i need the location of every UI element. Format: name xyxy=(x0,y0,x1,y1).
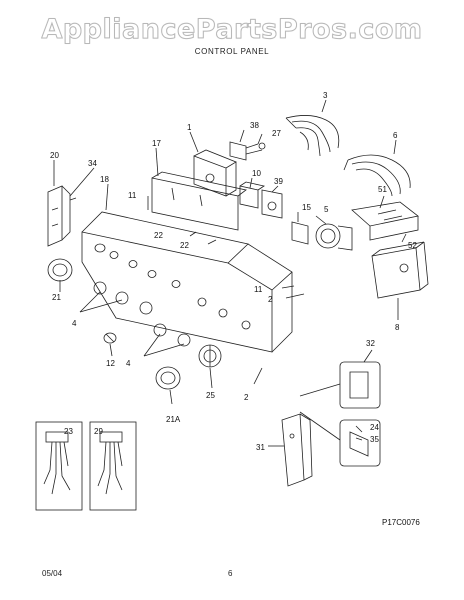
detail-35 xyxy=(299,411,381,467)
part-label: 6 xyxy=(393,131,398,140)
part-label: 12 xyxy=(106,359,115,368)
part-label: 52 xyxy=(408,241,417,250)
knobs-left xyxy=(93,281,153,315)
control-module xyxy=(351,201,419,241)
diagram-code: P17C0076 xyxy=(382,518,420,527)
part-label: 18 xyxy=(100,175,109,184)
part-label: 3 xyxy=(323,91,328,100)
footer-page-number: 6 xyxy=(228,569,233,578)
site-watermark: AppliancePartsPros.com xyxy=(41,14,423,46)
part-label: 11 xyxy=(254,285,263,294)
part-label: 17 xyxy=(152,139,161,148)
inset-29 xyxy=(89,421,137,511)
part-label: 4 xyxy=(126,359,131,368)
wiring-harness-6 xyxy=(343,154,411,197)
part-label: 2 xyxy=(268,295,273,304)
part-label: 24 xyxy=(370,423,379,432)
part-labels: 1 38 27 3 6 17 20 34 18 11 10 39 51 15 5… xyxy=(50,91,420,527)
inset-23 xyxy=(35,421,83,511)
part-label: 32 xyxy=(366,339,375,348)
footer-date: 05/04 xyxy=(42,569,63,578)
part-label: 27 xyxy=(272,129,281,138)
part-label: 35 xyxy=(370,435,379,444)
knob-21 xyxy=(47,258,73,282)
part-label: 5 xyxy=(324,205,329,214)
part-label: 25 xyxy=(206,391,215,400)
part-label: 51 xyxy=(378,185,387,194)
part-label: 20 xyxy=(50,151,59,160)
part-label: 4 xyxy=(72,319,77,328)
bracket-31 xyxy=(281,413,313,487)
part-label: 21 xyxy=(52,293,61,302)
part-label: 2 xyxy=(244,393,249,402)
console-panel xyxy=(81,211,293,353)
knob-21a xyxy=(155,366,181,390)
knobs-right xyxy=(153,323,191,347)
section-title: CONTROL PANEL xyxy=(194,47,270,56)
part-label: 23 xyxy=(64,427,73,436)
part-label: 8 xyxy=(395,323,400,332)
timer xyxy=(193,149,237,197)
part-label: 22 xyxy=(180,241,189,250)
wiring-harness-3 xyxy=(285,115,340,157)
part-label: 22 xyxy=(154,231,163,240)
part-label: 29 xyxy=(94,427,103,436)
switch-15 xyxy=(291,221,309,245)
selector-switch xyxy=(261,189,283,219)
part-label: 1 xyxy=(187,123,192,132)
part-label: 34 xyxy=(88,159,97,168)
knob-12 xyxy=(103,332,117,344)
part-label: 39 xyxy=(274,177,283,186)
part-label: 21A xyxy=(166,415,181,424)
side-bracket xyxy=(47,185,77,247)
switch-38 xyxy=(229,141,266,161)
part-label: 10 xyxy=(252,169,261,178)
detail-32 xyxy=(299,361,381,409)
part-label: 15 xyxy=(302,203,311,212)
relay xyxy=(239,181,266,209)
part-label: 38 xyxy=(250,121,259,130)
part-label: 31 xyxy=(256,443,265,452)
motor-control-unit xyxy=(371,241,429,299)
pressure-switch xyxy=(315,223,353,251)
dial-25 xyxy=(198,344,222,368)
part-label: 11 xyxy=(128,191,137,200)
panel-bracket xyxy=(151,171,247,231)
